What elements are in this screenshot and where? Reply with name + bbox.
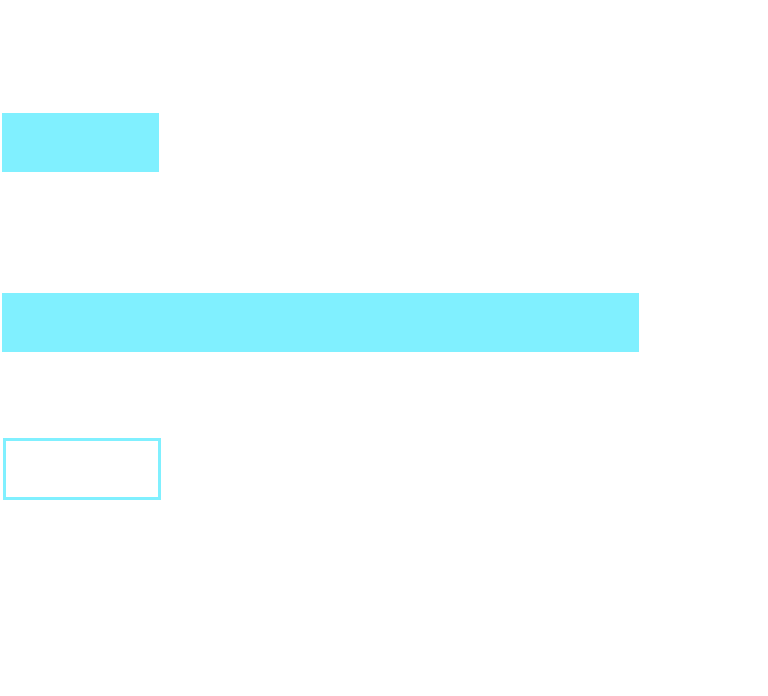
outlined-box[interactable] — [3, 438, 161, 500]
short-filled-block[interactable] — [2, 113, 159, 172]
wide-filled-bar[interactable] — [2, 293, 639, 352]
